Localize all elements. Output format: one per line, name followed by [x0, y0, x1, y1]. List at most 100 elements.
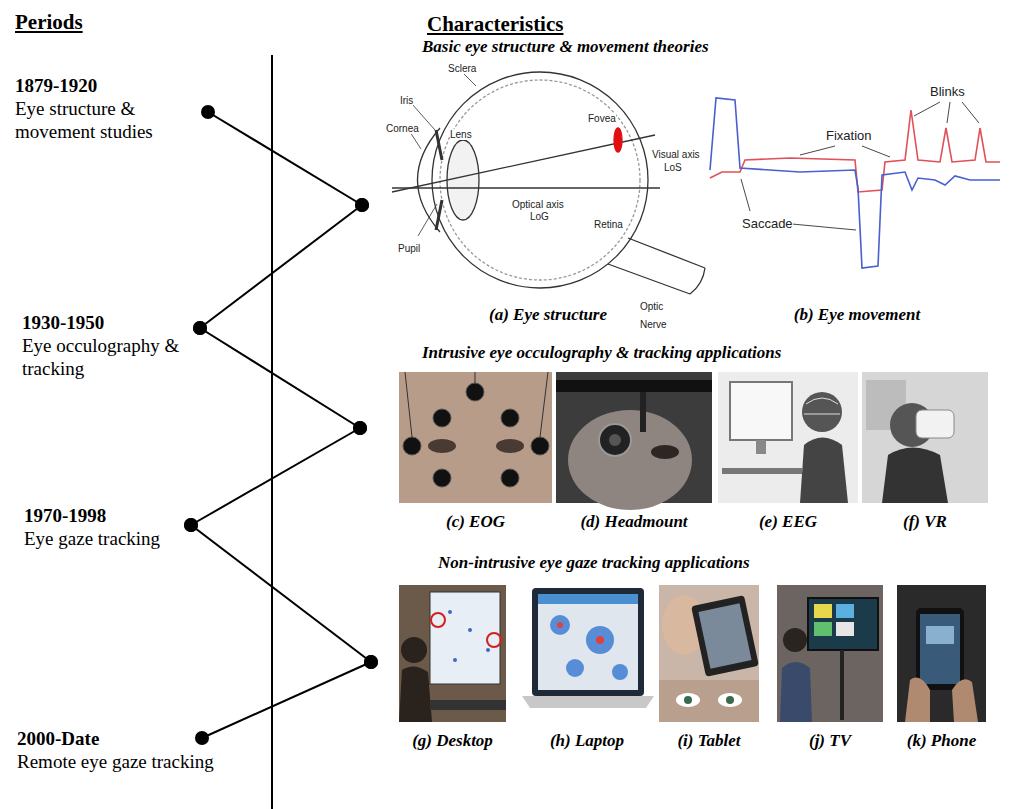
figure-caption: (e) EEG: [759, 512, 817, 532]
figure-caption: (h) Laptop: [550, 731, 624, 751]
section-panel: Intrusive eye occulography & tracking ap…: [360, 338, 1006, 536]
figure-caption: (c) EOG: [446, 512, 505, 532]
part-label: Optic Nerve: [640, 301, 667, 330]
label-holder: Lens: [450, 124, 472, 142]
period-years: 1970-1998: [24, 504, 254, 527]
figure-panel: (k) Phone: [897, 585, 986, 751]
figure-panel: (c) EOG: [399, 372, 552, 532]
label-holder: Visual axis: [652, 144, 700, 162]
timeline-connector: [193, 321, 367, 435]
label-holder: Optical axis: [512, 194, 564, 212]
label-holder: Characteristics: [427, 12, 563, 37]
period-years: 1879-1920: [15, 74, 245, 97]
part-label: Fovea: [588, 113, 616, 124]
timeline-axis: [271, 55, 273, 809]
laptop-photo: [522, 588, 654, 708]
label-holder: LoG: [530, 206, 549, 224]
label-holder: Saccade: [742, 214, 793, 232]
eye-movement-chart: [710, 98, 1000, 268]
connector-line: [200, 328, 360, 428]
timeline-dot: [353, 421, 367, 435]
timeline-dot: [355, 198, 369, 212]
timeline-connector: [184, 518, 378, 669]
part-label: Optical axis: [512, 199, 564, 210]
column-heading: Characteristics: [427, 12, 563, 36]
timeline-dot: [184, 518, 198, 532]
timeline-dot: [193, 321, 207, 335]
timeline-connector: [201, 105, 369, 212]
part-label: Retina: [594, 219, 623, 230]
label-holder: Iris: [400, 90, 413, 108]
label-holder: Blinks: [930, 82, 965, 100]
label-holder: Cornea: [386, 118, 419, 136]
part-label: Iris: [400, 95, 413, 106]
timeline-dot: [353, 421, 367, 435]
timeline-dot: [201, 105, 215, 119]
label-holder: Sclera: [448, 58, 476, 76]
eog-photo: [399, 372, 552, 503]
period-description: Eye gaze tracking: [24, 527, 254, 550]
section-panel: Basic eye structure & movement theories(…: [362, 33, 1008, 329]
headmount-photo: [556, 372, 712, 510]
part-label: Visual axis: [652, 149, 700, 160]
phone-photo: [897, 585, 986, 722]
connector-line: [191, 428, 360, 525]
connector-line: [200, 205, 362, 328]
part-label: LoS: [664, 162, 682, 173]
period-description: Eye structure & movement studies: [15, 97, 180, 143]
section-heading: Non-intrusive eye gaze tracking applicat…: [438, 552, 750, 573]
figure-caption: (i) Tablet: [677, 731, 740, 751]
figure-caption: (d) Headmount: [580, 512, 687, 532]
label-holder: Fovea: [588, 108, 616, 126]
period-years: 1930-1950: [22, 311, 242, 334]
figure-panel: (d) Headmount: [556, 372, 712, 532]
label-holder: Retina: [594, 214, 623, 232]
label-holder: Pupil: [398, 238, 420, 256]
part-label: Lens: [450, 129, 472, 140]
period-entry: 1970-1998Eye gaze tracking: [24, 504, 254, 550]
label-holder: LoS: [664, 157, 682, 175]
figure-panel: (b) Eye movement: [708, 60, 1006, 325]
figure-panel: (g) Desktop: [399, 585, 506, 751]
section-panel: Non-intrusive eye gaze tracking applicat…: [371, 548, 1006, 754]
connector-line: [191, 525, 371, 662]
figure-caption: (b) Eye movement: [794, 305, 921, 325]
timeline-dot: [364, 655, 378, 669]
label-holder: Fixation: [826, 126, 872, 144]
figure-caption: (g) Desktop: [412, 731, 493, 751]
signal-label: Blinks: [930, 84, 965, 99]
figure-panel: (f) VR: [862, 372, 988, 532]
vr-photo: [862, 372, 988, 503]
figure-caption: (k) Phone: [907, 731, 976, 751]
timeline-dot: [364, 655, 378, 669]
figure-panel: (h) Laptop: [522, 585, 652, 751]
figure-panel: (i) Tablet: [659, 585, 759, 751]
figure-panel: (a) Eye structure: [388, 55, 708, 325]
figure-caption: (j) TV: [809, 731, 851, 751]
figure-caption: (f) VR: [903, 512, 947, 532]
period-years: 2000-Date: [17, 727, 257, 750]
timeline-dot: [195, 731, 209, 745]
timeline-connector: [193, 198, 369, 335]
period-description: Eye occulography & tracking: [22, 334, 207, 380]
figure-panel: (e) EEG: [718, 372, 858, 532]
timeline-dot: [355, 198, 369, 212]
timeline-dot: [193, 321, 207, 335]
figure-caption: (a) Eye structure: [489, 305, 607, 325]
part-label: Sclera: [448, 63, 476, 74]
period-description: Remote eye gaze tracking: [17, 750, 257, 773]
tv-photo: [777, 585, 883, 722]
period-entry: 1879-1920Eye structure & movement studie…: [15, 74, 245, 143]
timeline-connector: [184, 421, 367, 532]
period-entry: 1930-1950Eye occulography & tracking: [22, 311, 242, 380]
timeline-connector: [195, 655, 378, 745]
part-label: Pupil: [398, 243, 420, 254]
label-holder: Optic Nerve: [640, 296, 676, 332]
section-heading: Intrusive eye occulography & tracking ap…: [422, 342, 781, 363]
signal-label: Saccade: [742, 216, 793, 231]
column-heading: Periods: [15, 10, 83, 34]
tablet-photo: [659, 585, 759, 722]
